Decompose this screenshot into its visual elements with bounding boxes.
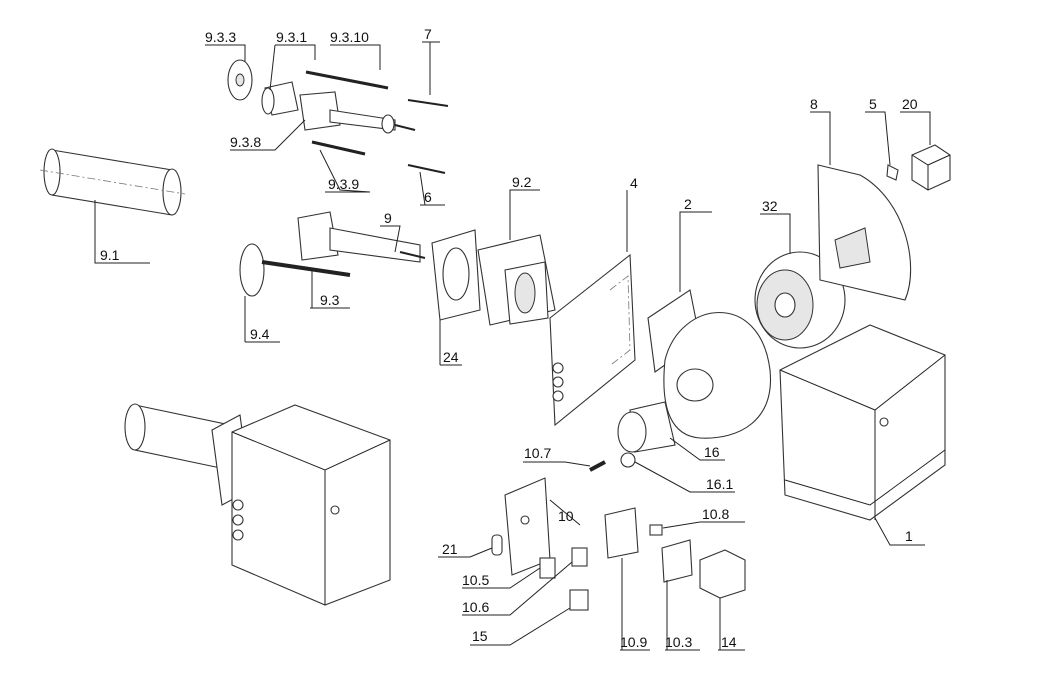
part-flange bbox=[477, 234, 556, 326]
assembled-burner bbox=[124, 403, 391, 606]
part-capacitor bbox=[491, 534, 503, 556]
part-ignition-electrode-cable bbox=[589, 460, 606, 472]
label-4: 4 bbox=[630, 175, 638, 191]
label-9-4: 9.4 bbox=[250, 326, 270, 342]
part-pressure-switch bbox=[699, 549, 746, 599]
part-terminal-strip bbox=[569, 589, 589, 611]
label-10: 10 bbox=[558, 508, 574, 524]
part-small-bracket bbox=[886, 164, 899, 181]
part-photocell bbox=[649, 524, 663, 536]
label-16-1: 16.1 bbox=[706, 476, 733, 492]
label-9-3-3: 9.3.3 bbox=[205, 29, 236, 45]
part-nozzle-holder bbox=[261, 81, 299, 116]
leader-lines bbox=[94, 41, 931, 651]
label-1: 1 bbox=[905, 528, 913, 544]
part-cover bbox=[779, 324, 946, 521]
label-10-9: 10.9 bbox=[620, 634, 647, 650]
label-9-3-1: 9.3.1 bbox=[276, 29, 307, 45]
part-combustion-head bbox=[239, 211, 426, 297]
part-diffuser-disc bbox=[227, 59, 253, 101]
part-blast-tube bbox=[39, 148, 186, 216]
label-10-3: 10.3 bbox=[665, 634, 692, 650]
label-10-7: 10.7 bbox=[524, 445, 551, 461]
label-6: 6 bbox=[424, 189, 432, 205]
label-15: 15 bbox=[472, 628, 488, 644]
label-20: 20 bbox=[902, 96, 918, 112]
label-9-3-8: 9.3.8 bbox=[230, 134, 261, 150]
label-9-3-10: 9.3.10 bbox=[330, 29, 369, 45]
label-16: 16 bbox=[704, 444, 720, 460]
label-14: 14 bbox=[721, 634, 737, 650]
label-9-1: 9.1 bbox=[100, 247, 120, 263]
label-21: 21 bbox=[442, 541, 458, 557]
label-5: 5 bbox=[869, 96, 877, 112]
part-fan-housing-motor bbox=[647, 289, 771, 439]
label-8: 8 bbox=[810, 96, 818, 112]
part-fan-cover bbox=[817, 164, 912, 301]
label-9: 9 bbox=[384, 210, 392, 226]
label-32: 32 bbox=[762, 198, 778, 214]
label-9-2: 9.2 bbox=[512, 174, 532, 190]
part-panel bbox=[549, 253, 636, 427]
part-ignition-transformer bbox=[661, 539, 693, 583]
label-2: 2 bbox=[684, 196, 692, 212]
part-gasket bbox=[431, 229, 481, 321]
part-electrode-long bbox=[305, 70, 449, 107]
label-9-3-9: 9.3.9 bbox=[328, 176, 359, 192]
part-fan-impeller bbox=[754, 251, 846, 349]
label-9-3: 9.3 bbox=[320, 292, 340, 308]
part-air-damper bbox=[617, 401, 676, 468]
part-socket bbox=[571, 547, 588, 567]
part-control-box bbox=[911, 144, 951, 191]
part-head-assembly bbox=[299, 91, 416, 134]
label-10-8: 10.8 bbox=[702, 506, 729, 522]
label-7: 7 bbox=[424, 26, 432, 42]
label-24: 24 bbox=[443, 349, 459, 365]
part-electrode-short bbox=[311, 140, 446, 174]
label-10-5: 10.5 bbox=[462, 572, 489, 588]
part-control-unit bbox=[604, 507, 639, 559]
part-labels: 9.3.3 9.3.1 9.3.10 7 9.3.8 9.3.9 6 9.1 9… bbox=[100, 26, 918, 650]
part-relay bbox=[539, 557, 556, 579]
label-10-6: 10.6 bbox=[462, 599, 489, 615]
